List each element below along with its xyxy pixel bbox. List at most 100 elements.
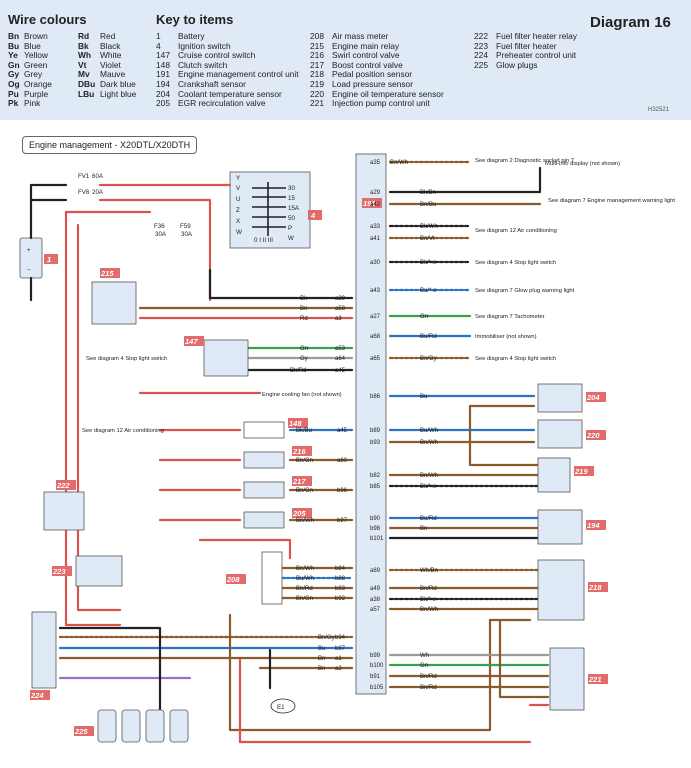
oil-temp-sensor-220 xyxy=(537,419,583,449)
ign-pos-v: V xyxy=(236,185,241,192)
tag-205: 205 xyxy=(292,509,306,518)
note-a27: See diagram 7 Tachometer xyxy=(475,314,545,320)
egr-valve-205 xyxy=(243,511,285,529)
ign-switch-positions: 0 I II III xyxy=(254,237,273,244)
boost-valve-217 xyxy=(243,481,285,499)
fuel-heater-relay-222 xyxy=(43,491,85,531)
tag-208: 208 xyxy=(226,575,240,584)
battery-1 xyxy=(19,237,43,279)
r-wire-a69: Wh/Bn xyxy=(420,568,438,574)
ign-pos-x: X xyxy=(236,218,240,225)
pin-b92: b92 xyxy=(335,596,346,602)
pin-b84: b84 xyxy=(335,566,346,572)
pin-b83: b83 xyxy=(335,586,346,592)
tag-218: 218 xyxy=(588,583,602,592)
ign-term-p: P xyxy=(288,225,292,232)
r-wire-a33: Bk/Wh xyxy=(420,224,438,230)
pin-b96: b96 xyxy=(337,488,348,494)
ignition-switch-4 xyxy=(229,171,311,249)
ecu-191-box xyxy=(355,153,387,695)
r-wire-a43: Bu/* e xyxy=(420,288,437,294)
tag-204: 204 xyxy=(586,393,600,402)
wire-a58-label: Bn xyxy=(300,306,307,312)
image-code: H32521 xyxy=(648,107,670,113)
pin-a45-label: a45 xyxy=(335,368,346,374)
note-a30: See diagram 4 Stop light switch xyxy=(475,260,556,266)
pedal-sensor-218 xyxy=(537,559,585,621)
note-a43: See diagram 7 Glow plug warning light xyxy=(475,288,575,294)
tag-224: 224 xyxy=(30,691,44,700)
battery-plus: + xyxy=(27,247,31,254)
ecu-notes: See diagram 2 Diagnostic socket pin 7 Mu… xyxy=(82,158,675,434)
r-pin-a30: a30 xyxy=(370,260,381,266)
wire-a45-label: Bk/Rd xyxy=(290,368,306,374)
fuse-fv1-id: FV1 xyxy=(78,173,90,180)
r-pin-a29: a29 xyxy=(370,190,381,196)
pin-a39-label: a39 xyxy=(335,296,346,302)
wire-rd-fv6 xyxy=(98,198,212,302)
r-wire-b85: Bk/* e xyxy=(420,484,437,490)
r-pin-a41: a41 xyxy=(370,236,381,242)
tag-225: 225 xyxy=(74,727,88,736)
r-pin-b85: b85 xyxy=(370,484,381,490)
wire-rd-208 xyxy=(198,538,292,560)
wire-bk-ecu-a39 xyxy=(208,268,354,300)
pump-unit-221 xyxy=(549,647,585,711)
ign-pos-u: U xyxy=(236,196,240,203)
r-wire-b89: Bu/Wh xyxy=(420,428,438,434)
note-air-con: See diagram 12 Air conditioning xyxy=(82,428,164,434)
tag-223: 223 xyxy=(52,567,66,576)
pin-a64-label: a64 xyxy=(335,356,346,362)
wire-b87: Bu xyxy=(318,646,325,652)
r-wire-a41: Bn/Vt xyxy=(420,236,435,242)
r-pin-a35: a35 xyxy=(370,160,381,166)
r-pin-b91: b91 xyxy=(370,674,381,680)
tag-219: 219 xyxy=(574,467,588,476)
r-wire-a57: Bn/Wh xyxy=(420,607,438,613)
pin-a45-b: a45 xyxy=(337,428,348,434)
r-wire-a65: Bn/Gy xyxy=(420,356,437,362)
tag-222: 222 xyxy=(56,481,70,490)
wire-a39-label: Bk xyxy=(300,296,308,302)
wire-b88: Bu/Wh xyxy=(296,576,314,582)
note-a68: Immobiliser (not shown) xyxy=(475,334,537,340)
wire-a1: Bn xyxy=(318,656,325,662)
wiring-diagram: .w { fill: none; stroke-width: 2.2; stro… xyxy=(19,153,675,744)
crankshaft-sensor-194 xyxy=(537,509,583,545)
wire-bkbu-label: Bk/Bu xyxy=(296,428,312,434)
circuit-title: Engine management - X20DTL/X20DTH xyxy=(22,136,198,154)
r-pin-a57: a57 xyxy=(370,607,381,613)
r-pin-b90: b90 xyxy=(370,516,381,522)
tag-4: 4 xyxy=(310,211,316,220)
pin-a35-wire: Bn/Wh xyxy=(390,160,408,166)
ignition-switch-lines xyxy=(252,182,286,236)
earth-e1 xyxy=(270,698,296,714)
r-pin-b89: b89 xyxy=(370,428,381,434)
tag-216: 216 xyxy=(292,447,306,456)
note-a35: See diagram 2 Diagnostic socket pin 7 xyxy=(475,158,574,164)
tag-215: 215 xyxy=(100,269,114,278)
cruise-switch-147 xyxy=(203,339,249,377)
r-pin-b101: b101 xyxy=(370,536,384,542)
pin-a58-label: a58 xyxy=(335,306,346,312)
